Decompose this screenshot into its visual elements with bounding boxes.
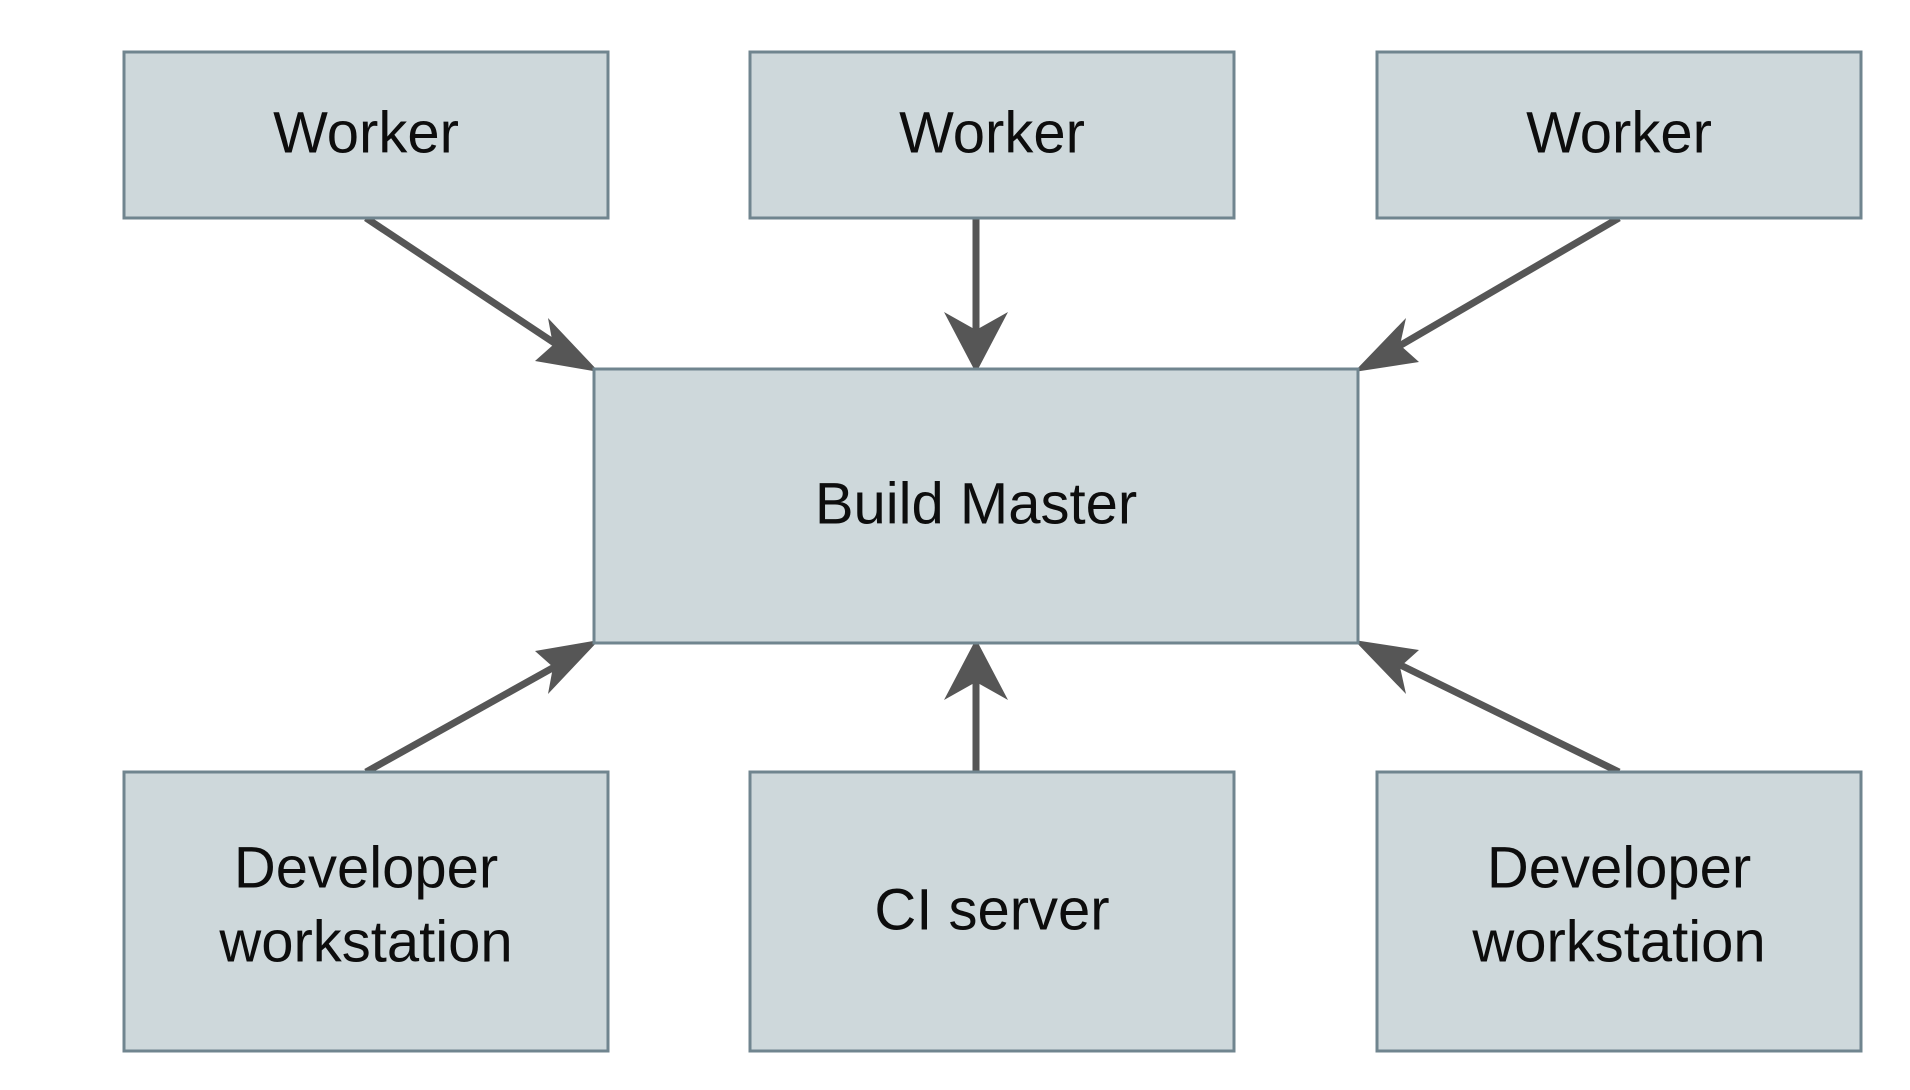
node-label-line-2: workstation: [1471, 909, 1765, 974]
node-box: [122, 50, 610, 220]
node-label: Worker: [899, 100, 1085, 165]
arrowhead-icon: [535, 640, 599, 694]
node-worker-3[interactable]: Worker: [1375, 50, 1863, 220]
edge-developer-workstation-left-to-build-master[interactable]: [364, 640, 599, 776]
edge-line: [364, 652, 576, 776]
arrowhead-icon: [944, 639, 1008, 700]
edge-developer-workstation-right-to-build-master[interactable]: [1354, 640, 1621, 776]
edge-worker-1-to-build-master[interactable]: [364, 215, 599, 372]
node-worker-2[interactable]: Worker: [748, 50, 1236, 220]
edge-line: [1380, 214, 1621, 360]
node-box: [1375, 50, 1863, 220]
edge-line: [1380, 652, 1621, 776]
edge-worker-2-to-build-master[interactable]: [944, 218, 1008, 373]
node-developer-workstation-right[interactable]: Developer workstation: [1375, 770, 1863, 1053]
edge-layer: [364, 214, 1621, 776]
edge-line: [364, 215, 576, 359]
arrowhead-icon: [1354, 318, 1419, 372]
node-box: [1375, 770, 1863, 1053]
arrowhead-icon: [1354, 640, 1419, 694]
edge-ci-server-to-build-master[interactable]: [944, 639, 1008, 772]
arrowhead-icon: [944, 312, 1008, 373]
node-layer: Worker Worker Worker Build Master Develo…: [122, 50, 1863, 1053]
node-box: [122, 770, 610, 1053]
edge-worker-3-to-build-master[interactable]: [1354, 214, 1621, 372]
node-label-line-2: workstation: [218, 909, 512, 974]
node-label: CI server: [874, 877, 1109, 942]
node-developer-workstation-left[interactable]: Developer workstation: [122, 770, 610, 1053]
node-worker-1[interactable]: Worker: [122, 50, 610, 220]
node-ci-server[interactable]: CI server: [748, 770, 1236, 1053]
node-box: [748, 770, 1236, 1053]
node-label: Developer: [234, 835, 498, 900]
node-label: Build Master: [815, 471, 1137, 536]
arrowhead-icon: [535, 318, 599, 372]
node-label: Worker: [273, 100, 459, 165]
node-build-master[interactable]: Build Master: [592, 367, 1360, 645]
node-box: [592, 367, 1360, 645]
node-box: [748, 50, 1236, 220]
node-label: Worker: [1526, 100, 1712, 165]
node-label: Developer: [1487, 835, 1751, 900]
